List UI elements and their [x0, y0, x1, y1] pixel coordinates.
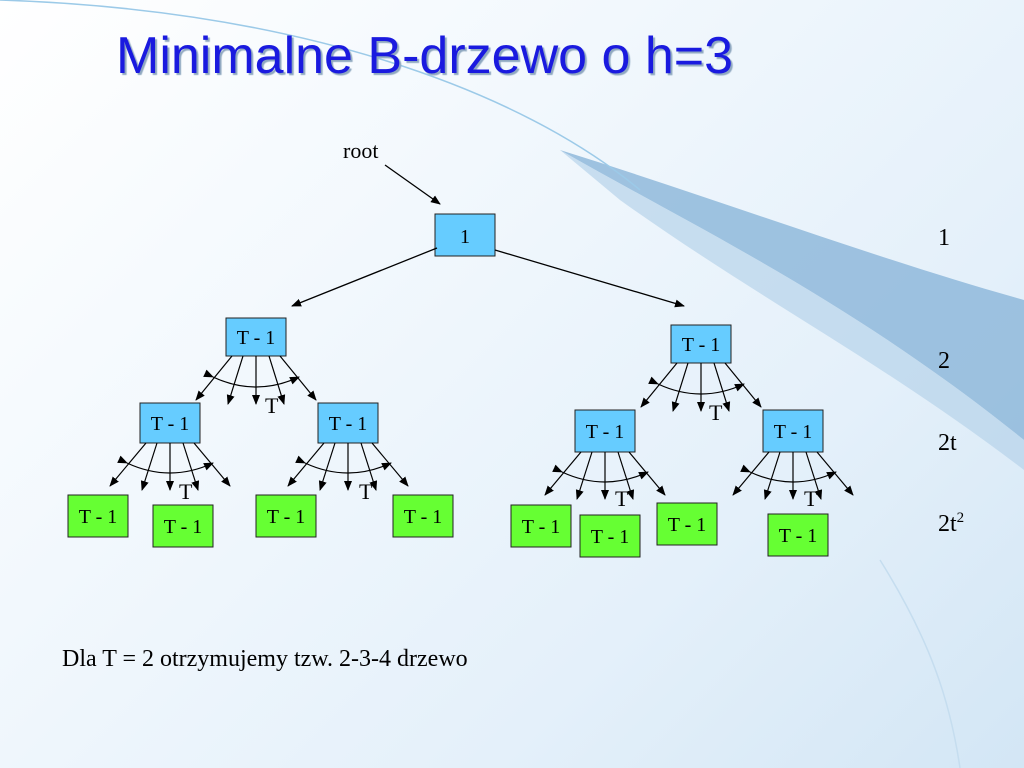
- children-count-label: T: [179, 479, 193, 504]
- level-count-2: 2: [938, 348, 950, 374]
- level-count-4: 2t2: [938, 510, 964, 537]
- children-count-label: T: [359, 479, 373, 504]
- edge-root-left: [291, 247, 438, 307]
- level3-node-2: T - 1: [317, 402, 379, 444]
- leaf-node-2: T - 1: [152, 504, 214, 548]
- children-count-label: T: [709, 400, 723, 425]
- level3-node-4: T - 1: [762, 409, 824, 453]
- level3-node-1: T - 1: [139, 402, 201, 444]
- root-label: root: [343, 138, 378, 163]
- edge-root-right: [494, 249, 685, 308]
- node-key: T - 1: [668, 514, 707, 536]
- leaf-node-5: T - 1: [510, 504, 572, 548]
- level-count-1: 1: [938, 225, 950, 251]
- level3-node-3: T - 1: [574, 409, 636, 453]
- node-key: T - 1: [79, 506, 118, 528]
- node-key: T - 1: [329, 413, 368, 435]
- leaf-node-1: T - 1: [67, 494, 129, 538]
- leaf-node-4: T - 1: [392, 494, 454, 538]
- node-key: T - 1: [779, 525, 818, 547]
- leaf-node-6: T - 1: [579, 514, 641, 558]
- level2-node-right: T - 1: [670, 324, 732, 364]
- node-key: T - 1: [682, 334, 721, 356]
- children-fan-level2-right: [640, 362, 762, 412]
- node-key: T - 1: [404, 506, 443, 528]
- node-key: T - 1: [591, 526, 630, 548]
- node-key: T - 1: [164, 516, 203, 538]
- node-key: T - 1: [237, 327, 276, 349]
- children-fan-level3-4: [732, 451, 854, 500]
- level-count-3: 2t: [938, 430, 957, 456]
- children-fan-level3-2: [287, 442, 409, 491]
- node-key: T - 1: [522, 516, 561, 538]
- root-node-key: 1: [460, 226, 470, 248]
- node-key: T - 1: [267, 506, 306, 528]
- children-fan-level3-1: [109, 442, 231, 491]
- leaf-node-7: T - 1: [656, 502, 718, 546]
- node-key: T - 1: [586, 421, 625, 443]
- children-count-label: T: [615, 486, 629, 511]
- children-fan-level3-3: [544, 451, 666, 500]
- root-pointer-arrow: [384, 164, 441, 205]
- node-key: T - 1: [774, 421, 813, 443]
- slide-title: Minimalne B-drzewo o h=3: [116, 27, 734, 85]
- footer-note: Dla T = 2 otrzymujemy tzw. 2-3-4 drzewo: [62, 646, 468, 672]
- leaf-node-3: T - 1: [255, 494, 317, 538]
- children-count-label: T: [804, 486, 818, 511]
- level2-node-left: T - 1: [225, 317, 287, 357]
- children-count-label: T: [265, 393, 279, 418]
- leaf-node-8: T - 1: [767, 513, 829, 557]
- children-fan-level2-left: [195, 355, 317, 405]
- node-key: T - 1: [151, 413, 190, 435]
- root-node: 1: [434, 213, 496, 257]
